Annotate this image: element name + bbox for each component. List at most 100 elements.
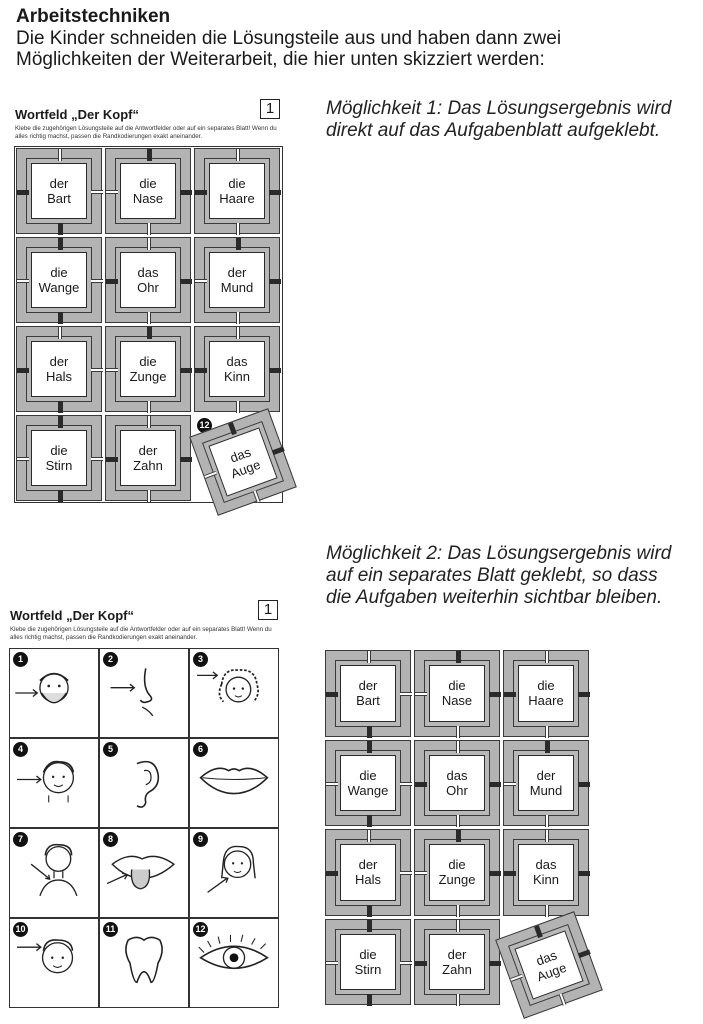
tile-word: die Haare (518, 665, 574, 722)
solution-tile[interactable]: die Haare (194, 148, 281, 235)
edge-code-mark (545, 830, 549, 842)
edge-code-mark (456, 904, 460, 917)
tile-word: der Hals (340, 844, 396, 901)
edge-code-mark (489, 692, 501, 698)
solution-tile[interactable]: der Mund (194, 237, 281, 324)
edge-code-mark (147, 312, 151, 324)
edge-code-mark (400, 692, 412, 697)
tile-word: die Stirn (31, 430, 87, 486)
page-header: Arbeitstechniken Die Kinder schneiden di… (16, 6, 696, 70)
tile-word: die Zunge (429, 844, 485, 901)
tile-word: der Zahn (120, 430, 176, 486)
edge-code-mark (271, 446, 285, 456)
solution-tile[interactable]: der Bart (16, 148, 103, 235)
solution-tile[interactable]: die Zunge (105, 326, 192, 413)
option-1-text: Möglichkeit 1: Das Lösungsergebnis wird … (326, 98, 672, 141)
edge-code-mark (400, 960, 412, 965)
solution-tile[interactable]: das Ohr (105, 237, 192, 324)
edge-code-mark (147, 327, 152, 339)
worksheet-1-header: Wortfeld „Der Kopf“ Klebe die zugehörige… (15, 107, 285, 140)
edge-code-mark (456, 725, 460, 738)
edge-code-mark (58, 223, 63, 235)
picture-answer-field: 1 (9, 648, 99, 738)
worksheet-number-box: 1 (258, 600, 278, 620)
edge-code-mark (367, 651, 371, 663)
solution-tile[interactable]: die Nase (414, 650, 501, 738)
edge-code-mark (195, 190, 207, 195)
edge-code-mark (180, 368, 192, 373)
tile-word: der Hals (31, 341, 87, 397)
edge-code-mark (236, 149, 240, 161)
intro-line-1: Die Kinder schneiden die Lösungsteile au… (16, 28, 562, 49)
solution-tile[interactable]: die Nase (105, 148, 192, 235)
edge-code-mark (456, 651, 461, 663)
edge-code-mark (58, 149, 62, 161)
edge-code-mark (545, 740, 550, 753)
tile-word: die Wange (340, 754, 396, 811)
edge-code-mark (456, 815, 460, 827)
edge-code-mark (489, 781, 501, 787)
edge-code-mark (236, 401, 240, 413)
tile-word: der Bart (340, 665, 396, 722)
edge-code-mark (578, 692, 590, 698)
option-2-text: Möglichkeit 2: Das Lösungsergebnis wird … (326, 543, 672, 608)
edge-code-mark (269, 279, 281, 284)
field-number-badge: 4 (13, 742, 28, 757)
worksheet-2-header: Wortfeld „Der Kopf“ Klebe die zugehörige… (10, 608, 285, 641)
edge-code-mark (415, 960, 427, 966)
solution-tile[interactable]: der Mund (503, 739, 590, 827)
edge-code-mark (195, 279, 207, 283)
solution-tile[interactable]: die Wange (325, 739, 412, 827)
edge-code-mark (147, 149, 152, 161)
tile-word: die Stirn (340, 933, 396, 990)
edge-code-mark (456, 919, 460, 932)
picture-answer-field: 4 (9, 738, 99, 828)
field-number-badge: 8 (103, 832, 118, 847)
edge-code-mark (91, 368, 103, 372)
solution-tile[interactable]: der Zahn (414, 918, 501, 1006)
edge-code-mark (17, 190, 29, 195)
solution-tile[interactable]: der Zahn (105, 415, 192, 502)
solution-tile[interactable]: der Hals (325, 829, 412, 917)
field-number-badge: 6 (193, 742, 208, 757)
edge-code-mark (58, 416, 63, 428)
edge-code-mark (195, 368, 207, 373)
edge-code-mark (58, 490, 63, 502)
solution-tile[interactable]: die Haare (503, 650, 590, 738)
edge-code-mark (106, 457, 118, 462)
field-number-badge: 9 (193, 832, 208, 847)
solution-tile[interactable]: der Bart (325, 650, 412, 738)
solution-tile[interactable]: die Wange (16, 237, 103, 324)
solution-tile[interactable]: das Kinn (503, 829, 590, 917)
tile-word: das Ohr (120, 252, 176, 308)
edge-code-mark (558, 992, 567, 1006)
edge-code-mark (504, 781, 516, 786)
edge-code-mark (236, 238, 241, 250)
edge-code-mark (180, 190, 192, 195)
solution-tile[interactable]: das Auge (495, 910, 603, 1019)
field-number-badge: 1 (13, 652, 28, 667)
field-number-badge: 5 (103, 742, 118, 757)
edge-code-mark (367, 725, 372, 738)
tile-word: die Zunge (120, 341, 176, 397)
picture-answer-field: 2 (99, 648, 189, 738)
edge-code-mark (367, 994, 372, 1006)
solution-tile[interactable]: der Hals (16, 326, 103, 413)
solution-tile[interactable]: die Stirn (325, 918, 412, 1006)
worksheet-instructions: Klebe die zugehörigen Lösungsteile auf d… (15, 125, 277, 140)
page-title: Arbeitstechniken (16, 6, 171, 27)
edge-code-mark (58, 401, 63, 413)
edge-code-mark (456, 740, 460, 753)
edge-code-mark (415, 692, 427, 697)
field-number-badge: 2 (103, 652, 118, 667)
solution-tile[interactable]: das Ohr (414, 739, 501, 827)
solution-tile[interactable]: das Kinn (194, 326, 281, 413)
solution-tile[interactable]: die Stirn (16, 415, 103, 502)
solution-tile[interactable]: die Zunge (414, 829, 501, 917)
edge-code-mark (58, 327, 62, 339)
edge-code-mark (106, 190, 118, 194)
edge-code-mark (147, 238, 151, 250)
edge-code-mark (326, 871, 338, 877)
edge-code-mark (58, 238, 63, 250)
